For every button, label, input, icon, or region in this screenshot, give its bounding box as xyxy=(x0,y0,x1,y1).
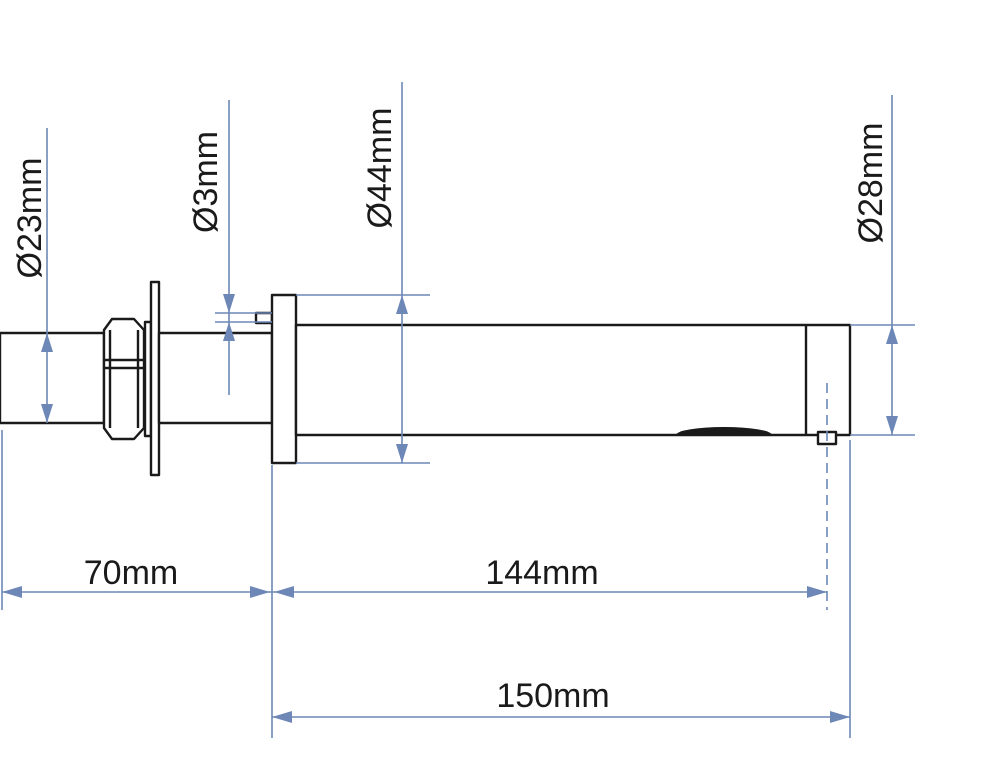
dimension-label-70mm: 70mm xyxy=(84,554,178,592)
dimension-labels: Ø23mm Ø3mm Ø44mm Ø28mm 70mm 144mm 150mm xyxy=(11,108,890,715)
arrowhead xyxy=(223,294,235,313)
arrowhead xyxy=(41,333,53,352)
arrowhead xyxy=(886,416,898,435)
arrowhead xyxy=(807,586,827,598)
arrowhead xyxy=(250,586,270,598)
dimension-lines xyxy=(1,82,915,738)
arrowhead xyxy=(830,711,850,723)
arrowhead xyxy=(41,404,53,423)
wall-flange xyxy=(270,293,298,465)
hex-nut-inner-edge xyxy=(108,330,140,428)
spout-assembly xyxy=(0,280,852,477)
dimension-label-150mm: 150mm xyxy=(496,677,609,715)
arrowhead xyxy=(396,444,408,463)
arrowhead xyxy=(2,586,22,598)
arrowhead xyxy=(396,295,408,314)
arrowhead xyxy=(886,325,898,344)
dimension-label-d28: Ø28mm xyxy=(852,123,890,244)
arrowhead xyxy=(223,322,235,341)
dimension-label-d23: Ø23mm xyxy=(11,158,49,279)
dimension-label-144mm: 144mm xyxy=(485,554,598,592)
arrowhead xyxy=(274,586,294,598)
spout-aerator-slot xyxy=(676,427,772,435)
mounting-shank xyxy=(157,331,274,425)
dimension-label-d3: Ø3mm xyxy=(187,131,225,233)
spout-body xyxy=(294,323,852,437)
arrowhead xyxy=(272,711,292,723)
threaded-shank xyxy=(0,331,106,425)
dimension-label-d44: Ø44mm xyxy=(361,108,399,229)
dimension-arrows xyxy=(2,294,898,723)
